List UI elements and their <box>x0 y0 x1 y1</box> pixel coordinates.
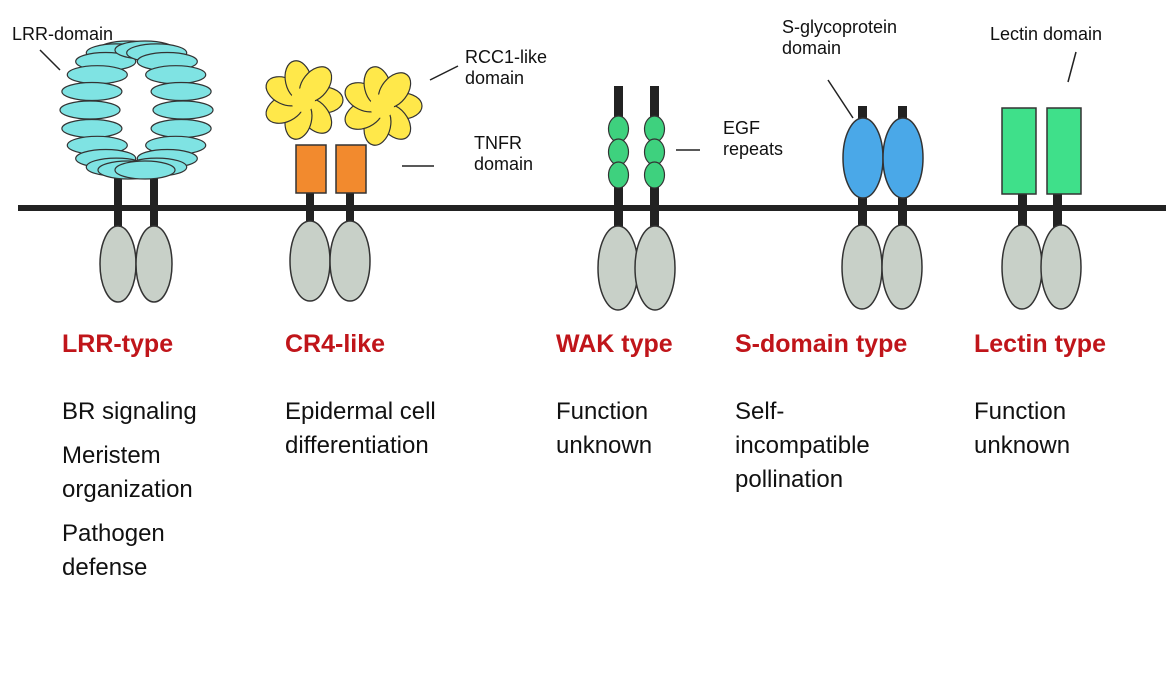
type-title-cr4: CR4-like <box>285 330 386 358</box>
sdomain-kinase-left <box>841 224 883 310</box>
type-title-wak: WAK type <box>556 330 673 358</box>
tnfr-domain-left <box>295 144 327 194</box>
egf-repeat <box>643 161 666 189</box>
lrr-pointer-line <box>39 49 61 71</box>
lrr-stalk-right <box>150 176 158 230</box>
functions-cr4: Epidermal cell differentiation <box>285 395 436 463</box>
lectin-domain-left <box>1001 107 1037 195</box>
egf-label: EGF repeats <box>723 118 783 160</box>
rcc1-domain-label: RCC1-like domain <box>465 47 547 89</box>
rcc1-label-line: RCC1-like <box>465 47 548 67</box>
wak-receptor <box>597 86 700 311</box>
function-line: differentiation <box>285 432 429 459</box>
lrr-repeat <box>152 100 214 120</box>
cr4-stalk-right <box>346 190 354 230</box>
function-line: unknown <box>556 432 653 459</box>
function-spacer <box>62 507 197 517</box>
lrr-kinase-left <box>99 225 137 303</box>
tnfr-domain-right <box>335 144 367 194</box>
wak-kinase-right <box>634 225 676 311</box>
function-line: organization <box>62 476 193 503</box>
type-title-lrr: LRR-type <box>62 330 174 358</box>
function-line: Epidermal cell <box>285 398 436 425</box>
functions-lectin: Function unknown <box>974 395 1070 463</box>
rcc1-pointer-line <box>429 65 459 81</box>
lectin-pointer-line <box>1067 51 1077 83</box>
sdomain-kinase-right <box>881 224 923 310</box>
functions-sdomain: Self- incompatible pollination <box>735 395 870 497</box>
function-line: Meristem <box>62 442 161 469</box>
lrr-repeat <box>66 65 128 85</box>
sglyco-label-line: S-glycoprotein <box>782 17 898 37</box>
function-line: unknown <box>974 432 1071 459</box>
lectin-receptor <box>1001 51 1082 310</box>
sglyco-domain-left <box>842 117 884 199</box>
sglyco-label-line: domain <box>782 38 842 58</box>
function-line: Self- <box>735 398 785 425</box>
lrr-domain-right <box>114 40 214 180</box>
lectin-domain-right <box>1046 107 1082 195</box>
lrr-stalk-left <box>114 176 122 230</box>
egf-repeat <box>607 161 630 189</box>
sglyco-pointer-line <box>827 79 854 119</box>
cr4-kinase-right <box>329 220 371 302</box>
function-spacer <box>62 429 197 439</box>
cr4-kinase-left <box>289 220 331 302</box>
wak-kinase-left <box>597 225 639 311</box>
egf-repeat <box>643 138 666 166</box>
egf-label-line: EGF <box>723 118 761 138</box>
function-line: incompatible <box>735 432 870 459</box>
rcc1-domain-left <box>265 60 344 140</box>
lectin-stalk-right <box>1053 190 1062 230</box>
sglyco-domain-label: S-glycoprotein domain <box>782 17 897 59</box>
rcc1-center <box>291 88 315 112</box>
egf-repeat <box>607 115 630 143</box>
lrr-repeat <box>114 160 176 180</box>
lectin-kinase-left <box>1001 224 1043 310</box>
lrr-repeat <box>61 81 123 102</box>
function-line: Function <box>974 398 1067 425</box>
lrr-receptor <box>59 40 214 303</box>
lectin-domain-label: Lectin domain <box>990 24 1103 44</box>
egf-label-line: repeats <box>723 139 784 159</box>
cr4-receptor <box>265 60 459 302</box>
lectin-kinase-right <box>1040 224 1082 310</box>
function-line: Function <box>556 398 649 425</box>
function-line: Pathogen <box>62 520 165 547</box>
function-line: BR signaling <box>62 398 197 425</box>
lrr-repeat <box>150 81 212 102</box>
lrr-repeat <box>145 65 207 85</box>
lectin-stalk-left <box>1018 190 1027 230</box>
lrr-repeat <box>150 118 212 139</box>
type-title-lectin: Lectin type <box>974 330 1106 358</box>
lrr-domain-label: LRR-domain <box>12 24 114 44</box>
functions-wak: Function unknown <box>556 395 652 463</box>
rcc1-domain-right <box>344 66 423 146</box>
egf-repeat <box>607 138 630 166</box>
lrr-kinase-right <box>135 225 173 303</box>
function-line: pollination <box>735 466 844 493</box>
cr4-stalk-left <box>306 190 314 230</box>
tnfr-domain-label: TNFR domain <box>474 133 533 175</box>
egf-repeat <box>643 115 666 143</box>
sglyco-domain-right <box>882 117 924 199</box>
type-title-sdomain: S-domain type <box>735 330 908 358</box>
functions-lrr: BR signaling Meristem organization Patho… <box>62 395 197 585</box>
rcc1-center <box>370 94 394 118</box>
sdomain-receptor <box>827 79 924 310</box>
function-line: defense <box>62 554 148 581</box>
lrr-repeat <box>59 100 121 120</box>
tnfr-label-line: TNFR <box>474 133 522 153</box>
lrr-repeat <box>61 118 123 139</box>
tnfr-label-line: domain <box>474 154 534 174</box>
rcc1-label-line: domain <box>465 68 525 88</box>
